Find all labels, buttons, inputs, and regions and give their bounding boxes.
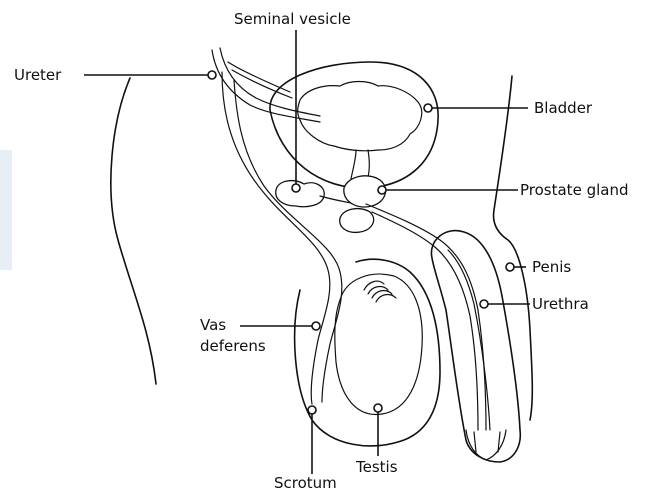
bladder-inner	[298, 82, 422, 151]
dot-testis	[374, 404, 382, 412]
label-seminal-vesicle: Seminal vesicle	[234, 10, 351, 28]
label-ureter: Ureter	[14, 66, 61, 84]
glans	[466, 430, 506, 460]
scrotum-outline	[295, 259, 440, 446]
label-vas-deferens-line1: Vas	[200, 316, 226, 334]
urethra-tube	[366, 204, 486, 430]
epididymis	[364, 281, 396, 302]
body-outline-front	[494, 76, 533, 420]
label-prostate-gland: Prostate gland	[520, 181, 628, 199]
dot-ureter	[208, 71, 216, 79]
dot-bladder	[424, 104, 432, 112]
dot-seminal-vesicle	[292, 184, 300, 192]
label-bladder: Bladder	[534, 99, 592, 117]
body-outline-back	[111, 78, 156, 384]
testis-shape	[335, 274, 422, 414]
dot-prostate	[378, 186, 386, 194]
seminal-vesicle-shape	[276, 181, 324, 207]
dot-urethra	[480, 300, 488, 308]
label-penis: Penis	[532, 258, 571, 276]
label-scrotum: Scrotum	[274, 474, 337, 492]
label-vas-deferens-line2: deferens	[200, 337, 266, 355]
bladder-outer	[270, 62, 438, 188]
dot-vas-deferens	[312, 322, 320, 330]
prostate-lower	[340, 209, 374, 233]
dot-scrotum	[308, 406, 316, 414]
dot-penis	[506, 263, 514, 271]
ureter	[212, 48, 320, 122]
label-testis: Testis	[356, 458, 398, 476]
vas-upper-loop	[228, 62, 292, 98]
label-urethra: Urethra	[532, 295, 589, 313]
